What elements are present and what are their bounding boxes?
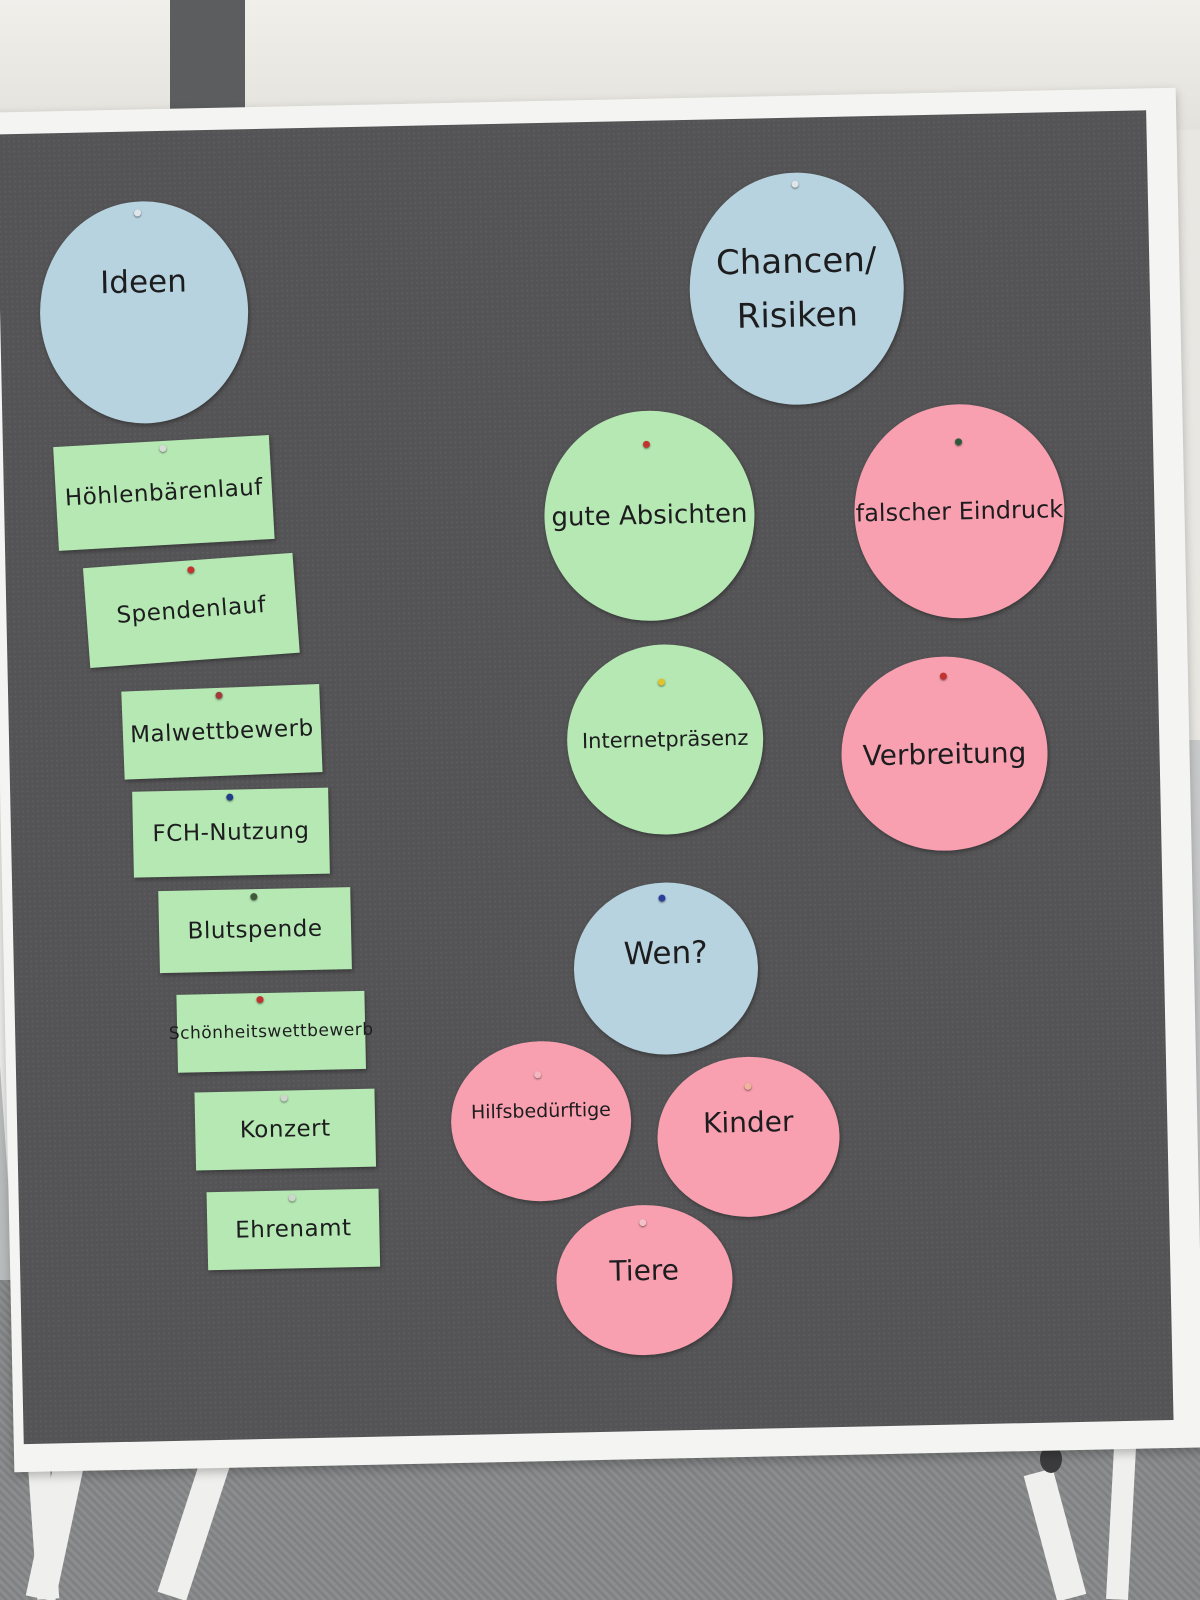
risk-disc-verbreitung: Verbreitung xyxy=(839,654,1050,853)
chances-risks-header-disc: Chancen/ Risiken xyxy=(687,170,907,407)
risks-header-text: Risiken xyxy=(736,294,859,337)
chances-header-text: Chancen/ xyxy=(715,239,877,284)
target-disc-hilfsbeduerftige: Hilfsbedürftige xyxy=(449,1039,633,1204)
risk-disc-falscher-eindruck: falscher Eindruck xyxy=(852,402,1067,621)
target-disc-tiere: Tiere xyxy=(554,1203,735,1357)
target-disc-kinder: Kinder xyxy=(655,1054,842,1219)
idea-card-spendenlauf: Spendenlauf xyxy=(82,552,300,668)
target-header-text: Wen? xyxy=(623,934,709,973)
idea-card-schoenheitswettbewerb: Schönheitswettbewerb xyxy=(169,990,374,1073)
idea-card-malwettbewerb: Malwettbewerb xyxy=(121,684,323,780)
pinboard-frame: Ideen Chancen/ Risiken Höhlenbärenlauf S… xyxy=(0,87,1200,1473)
chance-disc-gute-absichten: gute Absichten xyxy=(542,408,757,623)
idea-card-konzert: Konzert xyxy=(194,1088,377,1171)
idea-card-hoehlenbaerenlauf: Höhlenbärenlauf xyxy=(53,435,275,551)
idea-card-ehrenamt: Ehrenamt xyxy=(206,1188,381,1271)
ideas-header-disc: Ideen xyxy=(37,199,251,426)
background-pillar xyxy=(170,0,245,120)
chance-disc-internetpraesenz: Internetpräsenz xyxy=(565,642,766,837)
idea-card-blutspende: Blutspende xyxy=(158,887,352,974)
idea-card-fch-nutzung: FCH-Nutzung xyxy=(132,787,330,878)
pinboard: Ideen Chancen/ Risiken Höhlenbärenlauf S… xyxy=(0,110,1174,1445)
stand-wheel-right xyxy=(1040,1445,1062,1473)
ideas-header-text: Ideen xyxy=(99,263,188,302)
target-header-disc: Wen? xyxy=(572,880,760,1057)
